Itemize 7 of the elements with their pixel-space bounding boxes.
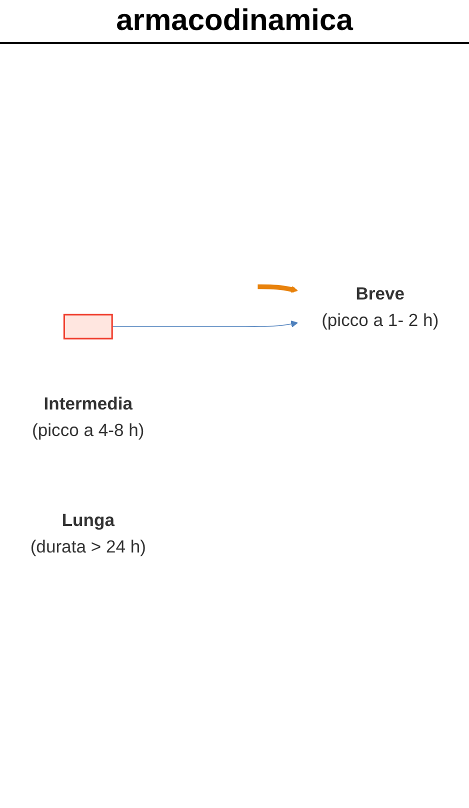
arrow [258, 284, 298, 293]
node-box [63, 314, 113, 340]
node-text: Lunga (durata > 24 h) [30, 510, 146, 556]
node-text: Intermedia (picco a 4-8 h) [32, 394, 144, 440]
node-text: Breve (picco a 1- 2 h) [322, 284, 439, 330]
title: armacodinamica [0, 0, 469, 44]
arrow [112, 320, 298, 328]
